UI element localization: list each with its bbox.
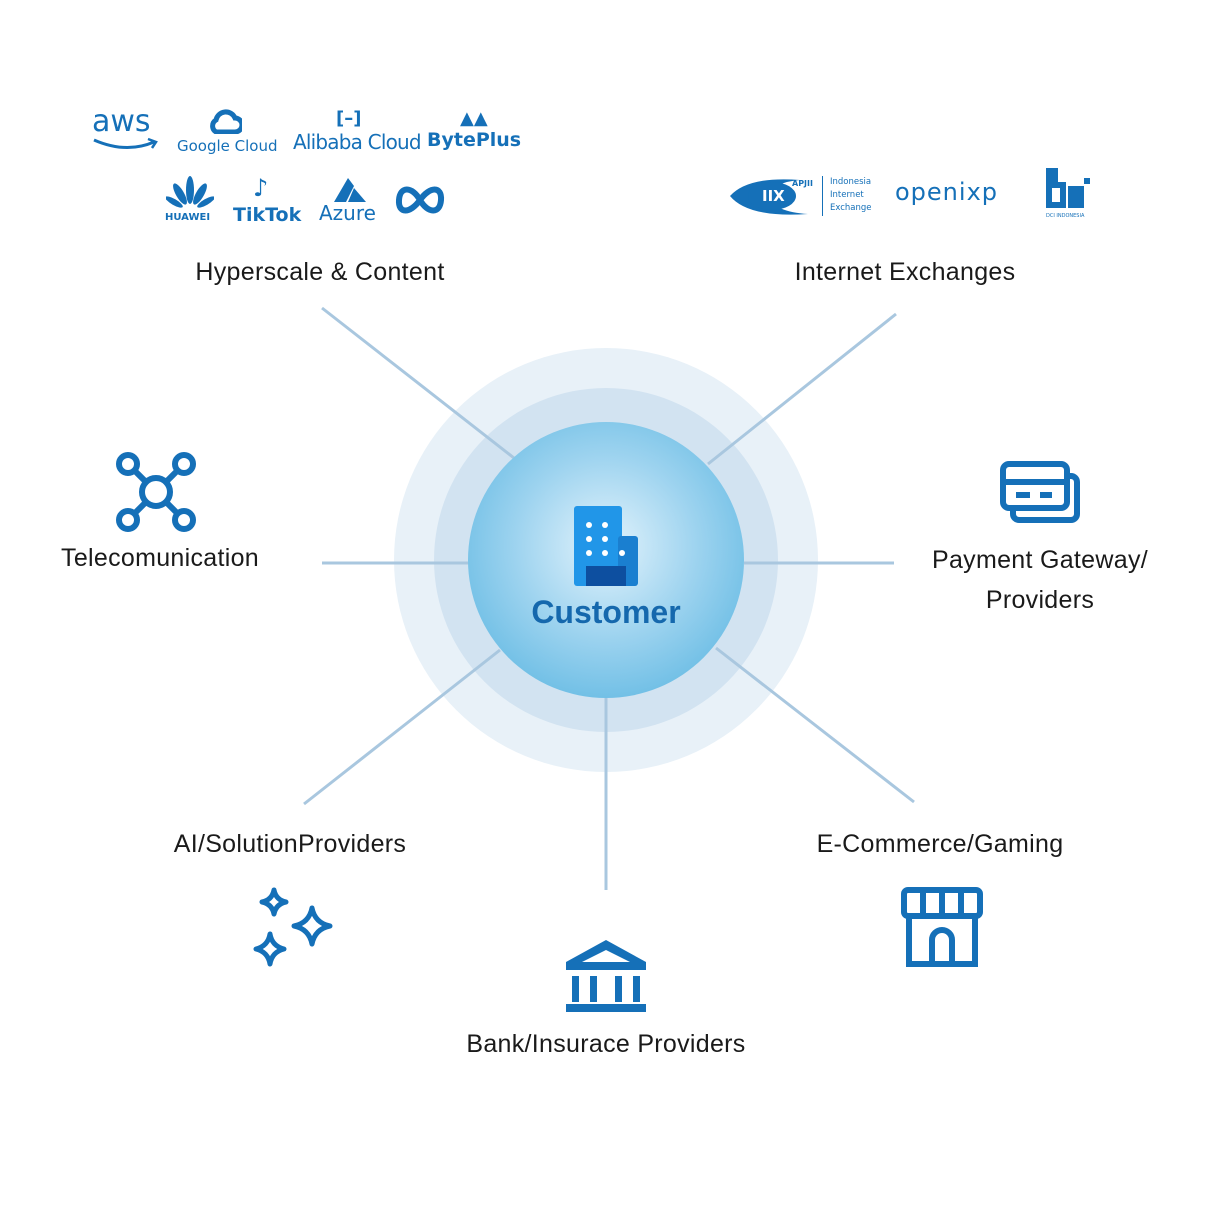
huawei-icon bbox=[166, 176, 214, 208]
line-ix bbox=[707, 312, 897, 466]
huawei-logo: HUAWEI bbox=[165, 212, 211, 223]
aws-logo: aws bbox=[92, 104, 151, 139]
sparkles-icon bbox=[253, 887, 333, 967]
tiktok-icon: ♪ bbox=[253, 174, 269, 202]
line-ecommerce bbox=[715, 646, 915, 804]
google-cloud-icon bbox=[210, 109, 242, 134]
label-ecommerce: E-Commerce/Gaming bbox=[816, 830, 1064, 858]
label-payment-1: Payment Gateway/ bbox=[931, 546, 1148, 574]
building-icon bbox=[574, 506, 638, 586]
meta-logo-icon bbox=[396, 186, 444, 214]
alibaba-icon: [–] bbox=[336, 108, 362, 129]
alibaba-cloud-logo: Alibaba Cloud bbox=[293, 130, 422, 154]
byteplus-icon: ▲▲ bbox=[460, 108, 488, 129]
line-hyperscale bbox=[321, 306, 515, 460]
iix-swoosh-icon bbox=[730, 179, 808, 215]
label-ai: AI/SolutionProviders bbox=[173, 830, 407, 858]
dci-icon bbox=[1046, 168, 1090, 208]
aws-smile-icon bbox=[93, 137, 158, 149]
apjii-logo: APJII bbox=[792, 179, 813, 188]
network-icon bbox=[116, 452, 196, 532]
label-bank: Bank/Insurace Providers bbox=[466, 1030, 746, 1058]
label-payment-2: Providers bbox=[985, 586, 1095, 614]
tiktok-logo: TikTok bbox=[233, 204, 302, 226]
center-label: Customer bbox=[531, 594, 681, 630]
label-hyperscale: Hyperscale & Content bbox=[195, 258, 445, 286]
openixp-logo: openixp bbox=[895, 178, 998, 206]
iix-text-1: Indonesia bbox=[830, 177, 872, 187]
byteplus-logo: BytePlus bbox=[427, 129, 522, 151]
iix-divider bbox=[822, 176, 823, 216]
iix-logo: IIX bbox=[762, 187, 785, 205]
dci-logo: DCI INDONESIA bbox=[1046, 213, 1085, 219]
iix-text-3: Exchange bbox=[830, 203, 872, 213]
label-telco: Telecomunication bbox=[61, 544, 259, 572]
store-icon bbox=[901, 887, 983, 967]
connector-lines bbox=[303, 306, 915, 890]
label-ix: Internet Exchanges bbox=[794, 258, 1016, 286]
azure-icon bbox=[334, 178, 366, 202]
line-ai bbox=[303, 648, 501, 806]
azure-logo: Azure bbox=[319, 201, 376, 225]
credit-card-icon bbox=[1000, 461, 1080, 523]
iix-text-2: Internet bbox=[830, 190, 864, 200]
google-cloud-logo: Google Cloud bbox=[177, 137, 278, 155]
